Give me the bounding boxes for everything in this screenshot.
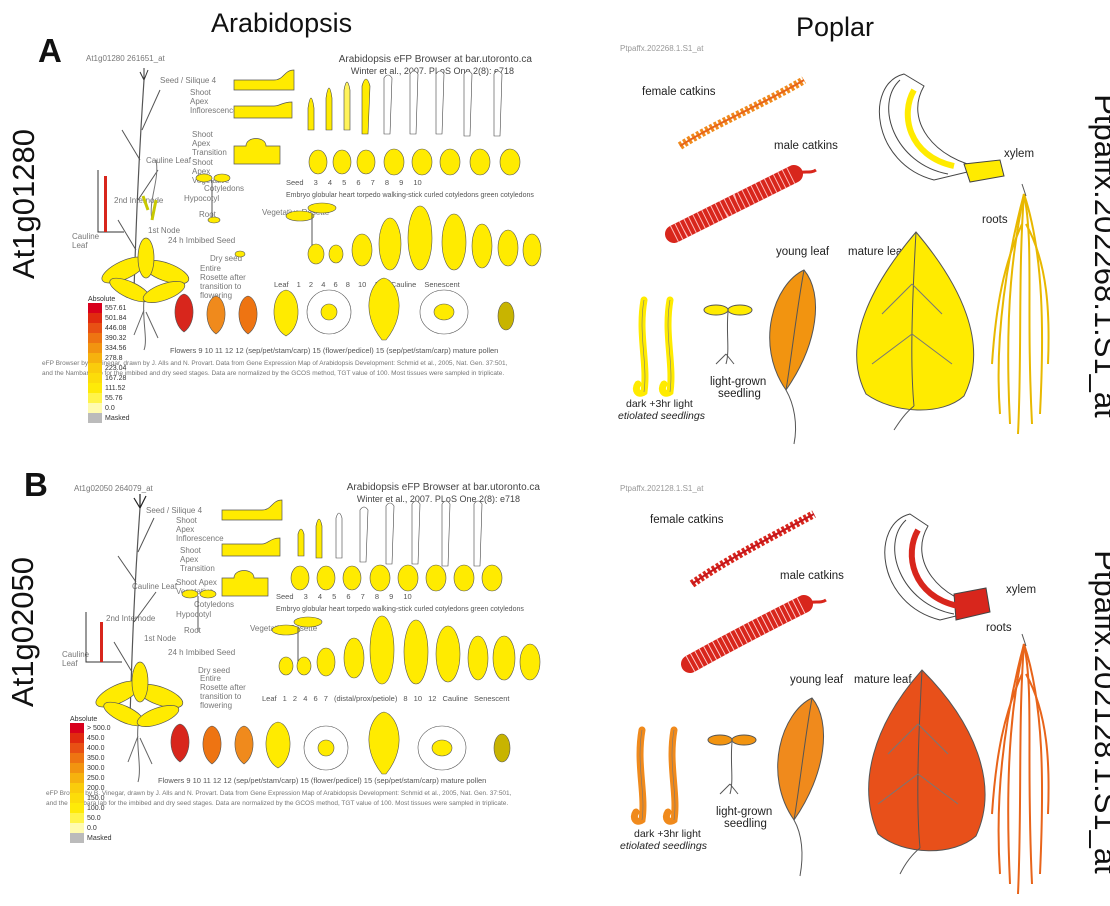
probe-label-b: Ptpaffx.202128.1.S1_at (1087, 542, 1110, 882)
legend-row: 111.52 (88, 383, 146, 393)
probe-label-a: Ptpaffx.202268.1.S1_at (1087, 86, 1110, 426)
gene-label-a: At1g01280 (6, 124, 42, 284)
legend-row: Masked (88, 413, 146, 423)
efp-panel-a: At1g01280 261651_at Arabidopsis eFP Brow… (64, 50, 554, 405)
legend-row: 223.04 (88, 363, 146, 373)
legend-row: 0.0 (70, 823, 128, 833)
panel-b-label: B (24, 466, 48, 504)
poplar-panel-b: Ptpaffx.202128.1.S1_at female catkins ma… (604, 484, 1054, 904)
gene-label-b: At1g02050 (5, 547, 41, 717)
poplar-panel-a: Ptpaffx.202268.1.S1_at female catkins ma… (604, 44, 1054, 464)
efp-drawing-a (64, 50, 554, 350)
legend-row: 100.0 (70, 803, 128, 813)
legend-row: 150.0 (70, 793, 128, 803)
legend-row: 55.76 (88, 393, 146, 403)
legend-row: 278.8 (88, 353, 146, 363)
efp-drawing-b (64, 482, 554, 782)
legend-row: Masked (70, 833, 128, 843)
panel-a-label: A (38, 32, 62, 70)
efp-panel-b: At1g02050 264079_at Arabidopsis eFP Brow… (64, 482, 554, 837)
legend-row: 0.0 (88, 403, 146, 413)
poplar-header: Poplar (796, 12, 874, 43)
arabidopsis-header: Arabidopsis (211, 8, 352, 39)
legend-row: 200.0 (70, 783, 128, 793)
legend-row: 167.28 (88, 373, 146, 383)
legend-row: 50.0 (70, 813, 128, 823)
poplar-drawing-b (604, 484, 1054, 904)
poplar-drawing-a (604, 44, 1054, 464)
